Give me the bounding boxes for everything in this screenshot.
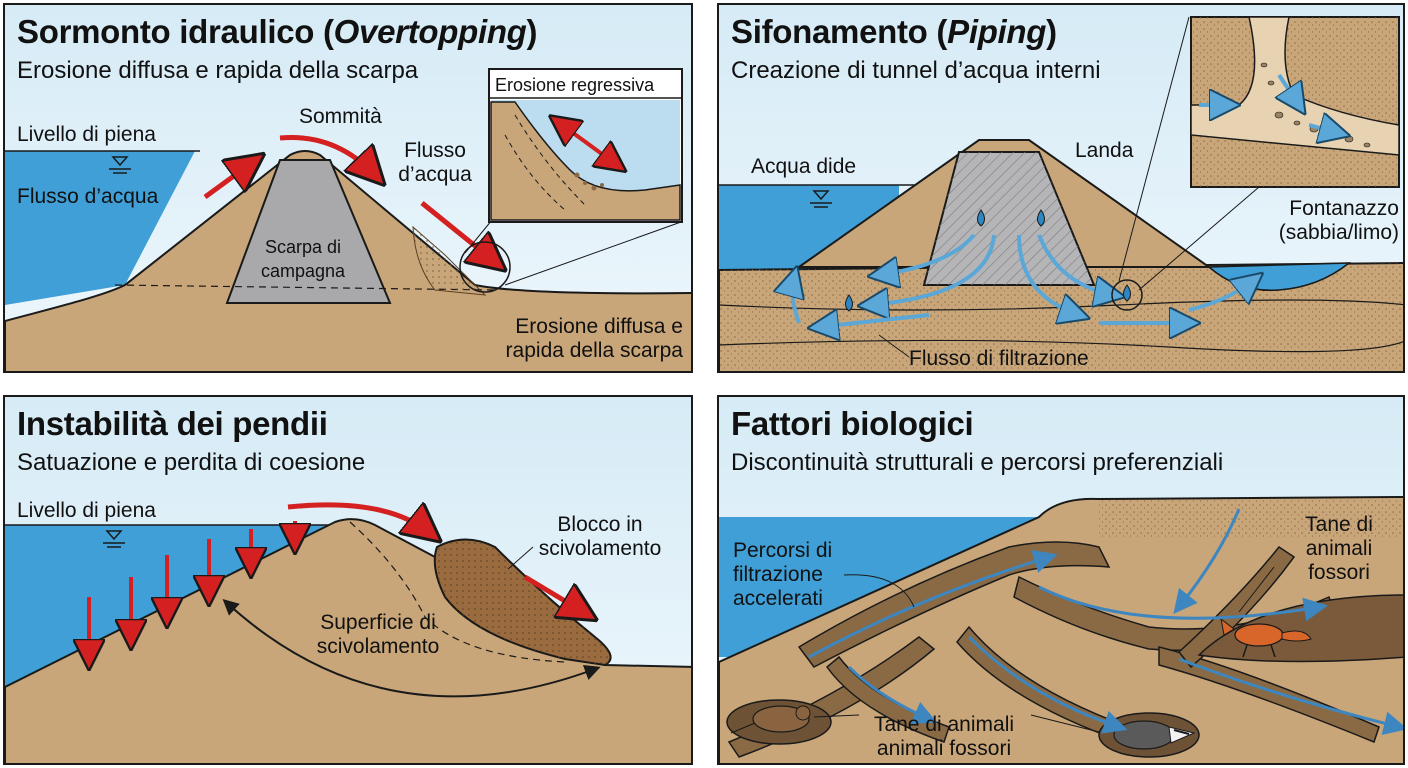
slip-surface-arrow bbox=[222, 598, 601, 698]
accelerated-paths-label: Percorsi di filtrazione accelerati bbox=[733, 539, 833, 610]
levee-body bbox=[719, 496, 1403, 763]
panel-subtitle: Erosione diffusa e rapida della scarpa bbox=[17, 57, 419, 84]
inset-title: Erosione regressiva bbox=[495, 75, 655, 95]
panel-title: Fattori biologici bbox=[731, 405, 974, 442]
inset-pipe-detail bbox=[1190, 16, 1400, 188]
panel-biological-factors: Fattori biologici Discontinuità struttur… bbox=[717, 395, 1405, 765]
crest-flow-arrow bbox=[287, 505, 430, 533]
erosion-scar bbox=[412, 225, 487, 296]
burrows-right-label: Tane di animali fossori bbox=[1305, 513, 1373, 584]
landside-label: Landa bbox=[1075, 139, 1134, 162]
slip-surface-label: Superficie di scivolamento bbox=[316, 611, 440, 658]
panel-title: Sifonamento (Piping) bbox=[731, 13, 1057, 50]
overtopping-illustration bbox=[5, 68, 691, 371]
fox-icon bbox=[1220, 617, 1312, 658]
panel-title: Instabilità dei pendii bbox=[17, 405, 328, 442]
panel-subtitle: Satuazione e perdita di coesione bbox=[17, 449, 366, 476]
sand-boil-label: Fontanazzo (sabbia/limo) bbox=[1278, 197, 1399, 244]
panel-overtopping: Sormonto idraulico (Overtopping) Erosion… bbox=[3, 3, 693, 373]
piping-illustration bbox=[719, 16, 1403, 371]
biological-illustration bbox=[719, 496, 1403, 763]
crest-flow-arrow bbox=[279, 134, 375, 175]
landside-slope-label: Scarpa di campagna bbox=[260, 237, 346, 281]
seepage-arrows bbox=[792, 233, 1254, 327]
zoom-circle bbox=[1111, 279, 1143, 311]
water-side-label: Acqua dide bbox=[751, 155, 857, 178]
burrows-bottom-label: Tane di animali animali fossori bbox=[873, 713, 1015, 760]
saturation-arrows bbox=[89, 521, 295, 659]
flood-level-label: Livello di piena bbox=[17, 123, 156, 146]
inset-regressive-erosion bbox=[488, 68, 683, 223]
panel-piping: Sifonamento (Piping) Creazione di tunnel… bbox=[717, 3, 1405, 373]
panel-title: Sormonto idraulico (Overtopping) bbox=[17, 13, 538, 50]
slope-flow-arrow bbox=[420, 201, 495, 262]
erosion-label: Erosione diffusa e rapida della scarpa bbox=[505, 315, 683, 362]
seepage-paths bbox=[808, 508, 1403, 736]
water-level-mark-icon bbox=[810, 190, 832, 208]
crest-label: Sommità bbox=[299, 105, 382, 128]
water-level-mark-icon bbox=[103, 530, 125, 548]
sliding-block-label: Blocco in scivolamento bbox=[538, 513, 662, 560]
mole-icon bbox=[730, 705, 811, 734]
water-flow-label: Flusso d’acqua bbox=[17, 185, 159, 208]
seepage-label: Flusso di filtrazione bbox=[909, 347, 1089, 370]
water-droplet-icons bbox=[845, 209, 1131, 312]
flood-level-label: Livello di piena bbox=[17, 499, 156, 522]
panel-subtitle: Discontinuità strutturali e percorsi pre… bbox=[731, 449, 1224, 476]
badger-icon bbox=[1113, 720, 1196, 750]
panel-slope-instability: Instabilità dei pendii Satuazione e perd… bbox=[3, 395, 693, 765]
slope-flow-label: Flusso d’acqua bbox=[398, 139, 472, 186]
inflow-arrow bbox=[203, 162, 253, 200]
levee-core bbox=[225, 159, 392, 304]
zoom-circle bbox=[459, 241, 511, 293]
regression-arrow bbox=[565, 127, 617, 165]
river-water bbox=[5, 151, 195, 305]
slope-illustration bbox=[5, 397, 691, 763]
panel-subtitle: Creazione di tunnel d’acqua interni bbox=[731, 57, 1101, 84]
water-level-mark-icon bbox=[109, 156, 131, 174]
